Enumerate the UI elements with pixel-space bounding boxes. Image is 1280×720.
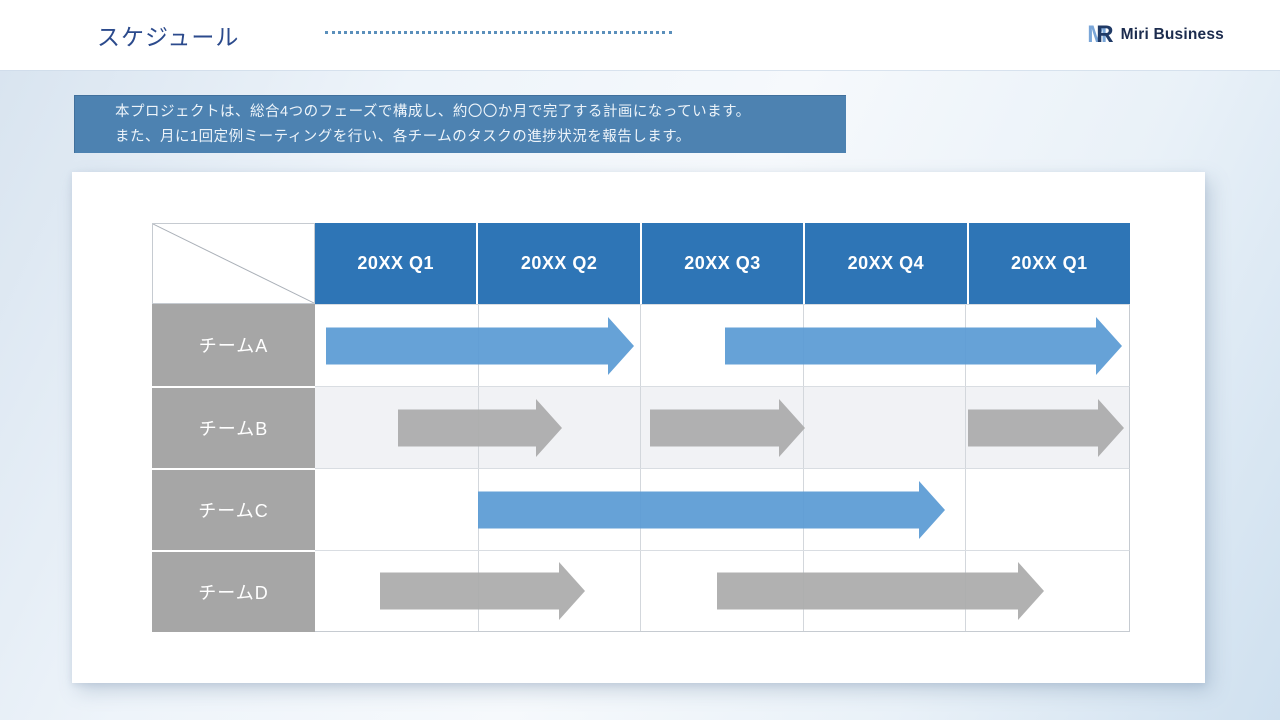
schedule-arrow-gray bbox=[398, 398, 563, 457]
page-title: スケジュール bbox=[97, 24, 240, 50]
logo-text: Miri Business bbox=[1120, 26, 1224, 43]
logo-letter-m: M bbox=[1087, 21, 1108, 48]
intro-box: 本プロジェクトは、総合4つのフェーズで構成し、約〇〇か月で完了する計画になってい… bbox=[74, 95, 846, 153]
column-header-cell: 20XX Q1 bbox=[966, 223, 1131, 304]
team-label-cell: チームC bbox=[152, 468, 315, 550]
arrow-head bbox=[779, 398, 806, 457]
table-corner-cell bbox=[152, 223, 315, 304]
arrow-head bbox=[1096, 316, 1123, 375]
arrow-head bbox=[559, 562, 586, 620]
schedule-arrow-gray bbox=[717, 562, 1045, 620]
schedule-arrow-blue bbox=[477, 480, 946, 539]
corner-diagonal-line bbox=[153, 224, 314, 303]
schedule-arrow-gray bbox=[380, 562, 586, 620]
arrow-body bbox=[717, 572, 1020, 610]
intro-line-1: 本プロジェクトは、総合4つのフェーズで構成し、約〇〇か月で完了する計画になってい… bbox=[115, 104, 751, 120]
gantt-track bbox=[315, 304, 1130, 386]
gantt-row: チームA bbox=[152, 304, 1130, 386]
team-label-cell: チームB bbox=[152, 386, 315, 468]
title-divider-dots bbox=[325, 31, 672, 34]
gantt-track bbox=[315, 386, 1130, 468]
arrow-body bbox=[477, 491, 921, 528]
schedule-arrow-gray bbox=[650, 398, 806, 457]
intro-line-2: また、月に1回定例ミーティングを行い、各チームのタスクの進捗状況を報告します。 bbox=[115, 129, 691, 145]
arrow-body bbox=[725, 327, 1098, 364]
gantt-track bbox=[315, 468, 1130, 550]
team-label-cell: チームA bbox=[152, 304, 315, 386]
arrow-body bbox=[967, 409, 1100, 446]
arrow-body bbox=[326, 327, 610, 364]
column-header-cell: 20XX Q1 bbox=[315, 223, 477, 304]
logo-letter-r: R bbox=[1096, 21, 1114, 48]
arrow-body bbox=[650, 409, 781, 446]
gantt-row: チームB bbox=[152, 386, 1130, 468]
arrow-body bbox=[380, 572, 561, 610]
arrow-head bbox=[536, 398, 563, 457]
gantt-row: チームC bbox=[152, 468, 1130, 550]
arrow-body bbox=[398, 409, 538, 446]
column-header-cell: 20XX Q3 bbox=[639, 223, 804, 304]
column-header-cell: 20XX Q4 bbox=[803, 223, 967, 304]
schedule-arrow-blue bbox=[725, 316, 1123, 375]
arrow-head bbox=[919, 480, 946, 539]
team-label-cell: チームD bbox=[152, 550, 315, 632]
arrow-head bbox=[1098, 398, 1125, 457]
gantt-row: チームD bbox=[152, 550, 1130, 632]
arrow-head bbox=[608, 316, 635, 375]
column-header-cell: 20XX Q2 bbox=[476, 223, 640, 304]
arrow-head bbox=[1018, 562, 1045, 620]
schedule-arrow-gray bbox=[967, 398, 1125, 457]
schedule-arrow-blue bbox=[326, 316, 635, 375]
gantt-track bbox=[315, 550, 1130, 632]
